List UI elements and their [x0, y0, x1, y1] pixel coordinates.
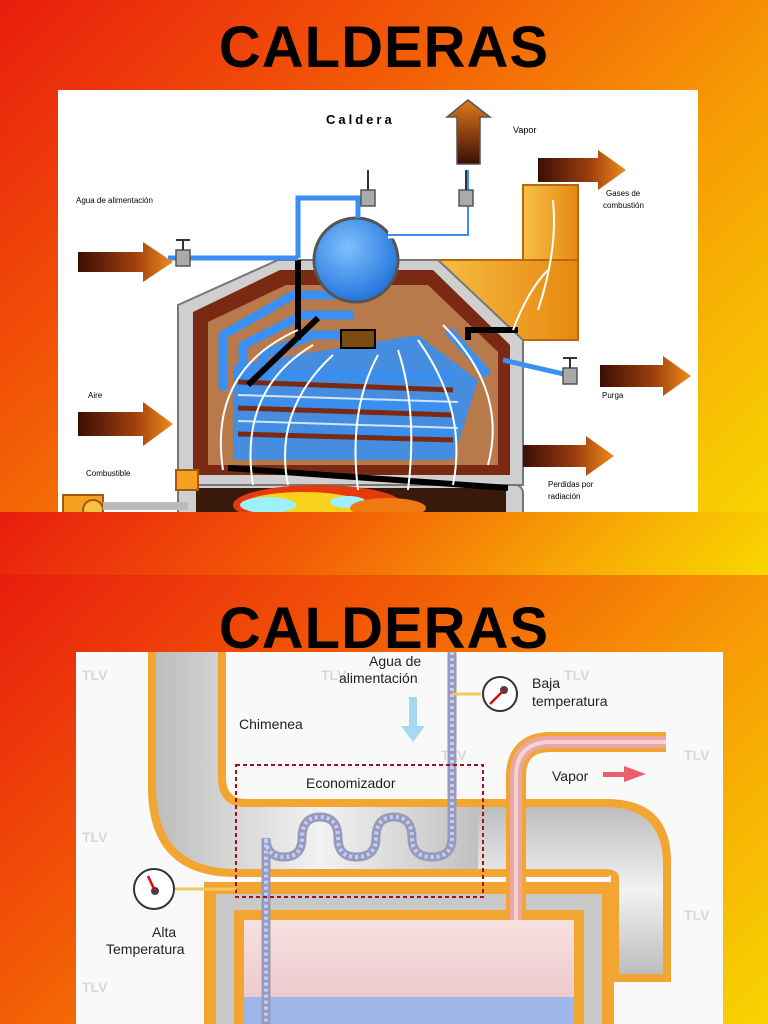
low-temperature-gauge-icon	[452, 676, 518, 712]
slide-1: CALDERAS	[0, 0, 768, 512]
label-agua-1: Agua de	[369, 653, 421, 669]
steam-drum	[312, 216, 400, 304]
svg-text:TLV: TLV	[684, 907, 710, 923]
label-gases-2: combustión	[603, 201, 644, 210]
svg-text:TLV: TLV	[684, 747, 710, 763]
label-combustible: Combustible	[86, 469, 131, 478]
feed-water-arrow	[401, 697, 425, 742]
header-box	[340, 329, 376, 349]
boiler-diagram: Caldera Vapor Gases de combustión Agua d…	[62, 99, 691, 512]
label-alta-2: Temperatura	[106, 941, 185, 957]
valve-icon	[175, 170, 578, 385]
tube-bank	[233, 335, 478, 460]
label-vapor: Vapor	[513, 125, 536, 135]
steam-line	[388, 170, 472, 239]
boiler-body	[204, 882, 614, 1024]
economizer-diagram-panel: TLV TLV TLV TLV TLV TLV TLV TLV TLV TLV …	[76, 652, 723, 1024]
boiler-diagram-panel: Caldera Vapor Gases de combustión Agua d…	[58, 90, 698, 512]
burner-fan	[62, 469, 199, 512]
diagram-heading: Caldera	[326, 112, 395, 127]
svg-text:TLV: TLV	[82, 979, 108, 995]
label-aire: Aire	[88, 391, 103, 400]
baffles	[227, 260, 518, 491]
label-perdidas-1: Perdidas por	[548, 480, 594, 489]
svg-text:TLV: TLV	[82, 829, 108, 845]
burner-flame	[233, 485, 426, 512]
label-purga: Purga	[602, 391, 624, 400]
slide-2: CALDERAS TLV	[0, 575, 768, 1024]
blowdown-line	[502, 357, 569, 378]
gas-flow-arrows	[219, 199, 555, 491]
high-temperature-gauge-icon	[133, 868, 236, 910]
vapor-arrow	[603, 766, 646, 782]
label-perdidas-2: radiación	[548, 492, 580, 501]
label-economizador: Economizador	[306, 775, 396, 791]
slide-2-title: CALDERAS	[218, 596, 550, 661]
economizer-diagram: TLV TLV TLV TLV TLV TLV TLV TLV TLV TLV …	[82, 652, 710, 1024]
label-agua: Agua de alimentación	[76, 196, 153, 205]
label-gases-1: Gases de	[606, 189, 641, 198]
svg-text:TLV: TLV	[82, 667, 108, 683]
label-baja-2: temperatura	[532, 693, 608, 709]
flow-arrow	[78, 99, 691, 476]
label-alta-1: Alta	[152, 924, 176, 940]
feed-water-coil	[261, 652, 457, 1024]
svg-text:TLV: TLV	[321, 667, 347, 683]
slide-1-title: CALDERAS	[218, 15, 550, 80]
label-agua-2: alimentación	[339, 670, 418, 686]
label-baja-1: Baja	[532, 675, 560, 691]
svg-text:TLV: TLV	[564, 667, 590, 683]
label-vapor: Vapor	[552, 768, 589, 784]
label-chimenea: Chimenea	[239, 716, 303, 732]
slide-divider	[0, 512, 768, 575]
